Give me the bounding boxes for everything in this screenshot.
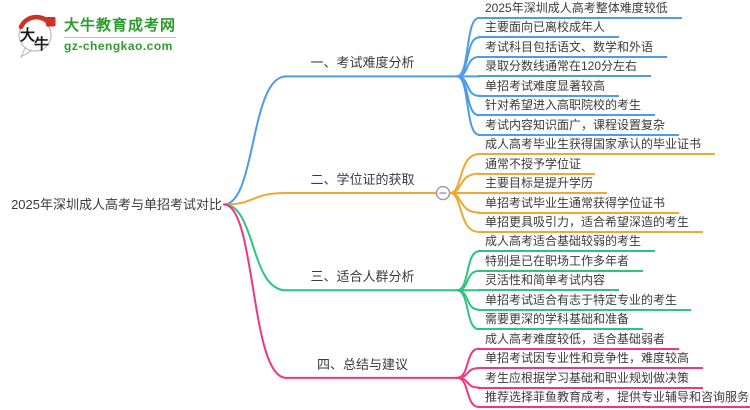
leaf-node[interactable]: 灵活性和简单考试内容 — [478, 273, 620, 291]
leaf-node[interactable]: 推荐选择菲鱼教育成考，提供专业辅导和咨询服务 — [478, 390, 750, 408]
leaf-node[interactable]: 考试科目包括语文、数学和外语 — [478, 40, 668, 58]
logo-bubble-icon: 大 牛 — [18, 14, 56, 58]
connector-curve — [223, 203, 287, 379]
leaf-node[interactable]: 单招考试毕业生通常获得学位证书 — [478, 196, 680, 214]
leaf-node[interactable]: 主要目标是提升学历 — [478, 176, 608, 194]
bubble-char-bottom: 牛 — [34, 35, 49, 53]
site-url: gz-chengkao.com — [64, 39, 173, 53]
red-arc — [18, 14, 51, 30]
seal-icon — [46, 17, 56, 27]
site-name: 大牛教育成考网 — [64, 17, 177, 34]
connector-curve — [449, 192, 480, 233]
connector-curve — [223, 203, 287, 292]
leaf-node[interactable]: 成人高考毕业生获得国家承认的毕业证书 — [478, 137, 716, 155]
connector-curve — [456, 75, 480, 136]
connector-curve — [456, 376, 480, 408]
leaf-node[interactable]: 单招更具吸引力，适合希望深造的考生 — [478, 215, 704, 233]
branch-node-3[interactable]: 三、适合人群分析 — [310, 269, 415, 284]
connector-curve — [223, 75, 287, 206]
connector-curve — [456, 289, 480, 331]
leaf-node[interactable]: 录取分数线通常在120分左右 — [478, 59, 652, 77]
bubble-char-top: 大 — [20, 26, 35, 44]
site-logo: 大 牛 大牛教育成考网 gz-chengkao.com — [16, 12, 177, 58]
leaf-node[interactable]: 针对希望进入高职院校的考生 — [478, 98, 656, 116]
leaf-node[interactable]: 需要更深的学科基础和准备 — [478, 312, 644, 330]
leaf-node[interactable]: 单招考试因专业性和竞争性，难度较高 — [478, 351, 704, 369]
branch-node-4[interactable]: 四、总结与建议 — [316, 357, 408, 372]
leaf-node[interactable]: 2025年深圳成人高考整体难度较低 — [478, 1, 682, 19]
mindmap-root-node[interactable]: 2025年深圳成人高考与单招考试对比 — [11, 197, 222, 212]
leaf-node[interactable]: 特别是已在职场工作多年者 — [478, 254, 644, 272]
branch-node-1[interactable]: 一、考试难度分析 — [310, 55, 415, 70]
leaf-node[interactable]: 成人高考适合基础较弱的考生 — [478, 234, 656, 252]
leaf-node[interactable]: 考生应根据学习基础和职业规划做决策 — [478, 371, 704, 389]
leaf-node[interactable]: 单招考试难度显著较高 — [478, 79, 620, 97]
leaf-node[interactable]: 考试内容知识面广，课程设置复杂 — [478, 118, 680, 136]
branch-node-2[interactable]: 二、学位证的获取 — [310, 172, 415, 187]
leaf-node[interactable]: 成人高考难度较低，适合基础弱者 — [478, 332, 680, 350]
leaf-node[interactable]: 主要面向已离校成年人 — [478, 20, 620, 38]
logo-divider — [64, 37, 177, 38]
bubble-tail — [19, 47, 33, 58]
leaf-node[interactable]: 单招考试适合有志于特定专业的考生 — [478, 293, 692, 311]
connector-curve — [223, 192, 287, 206]
leaf-node[interactable]: 通常不授予学位证 — [478, 157, 596, 175]
